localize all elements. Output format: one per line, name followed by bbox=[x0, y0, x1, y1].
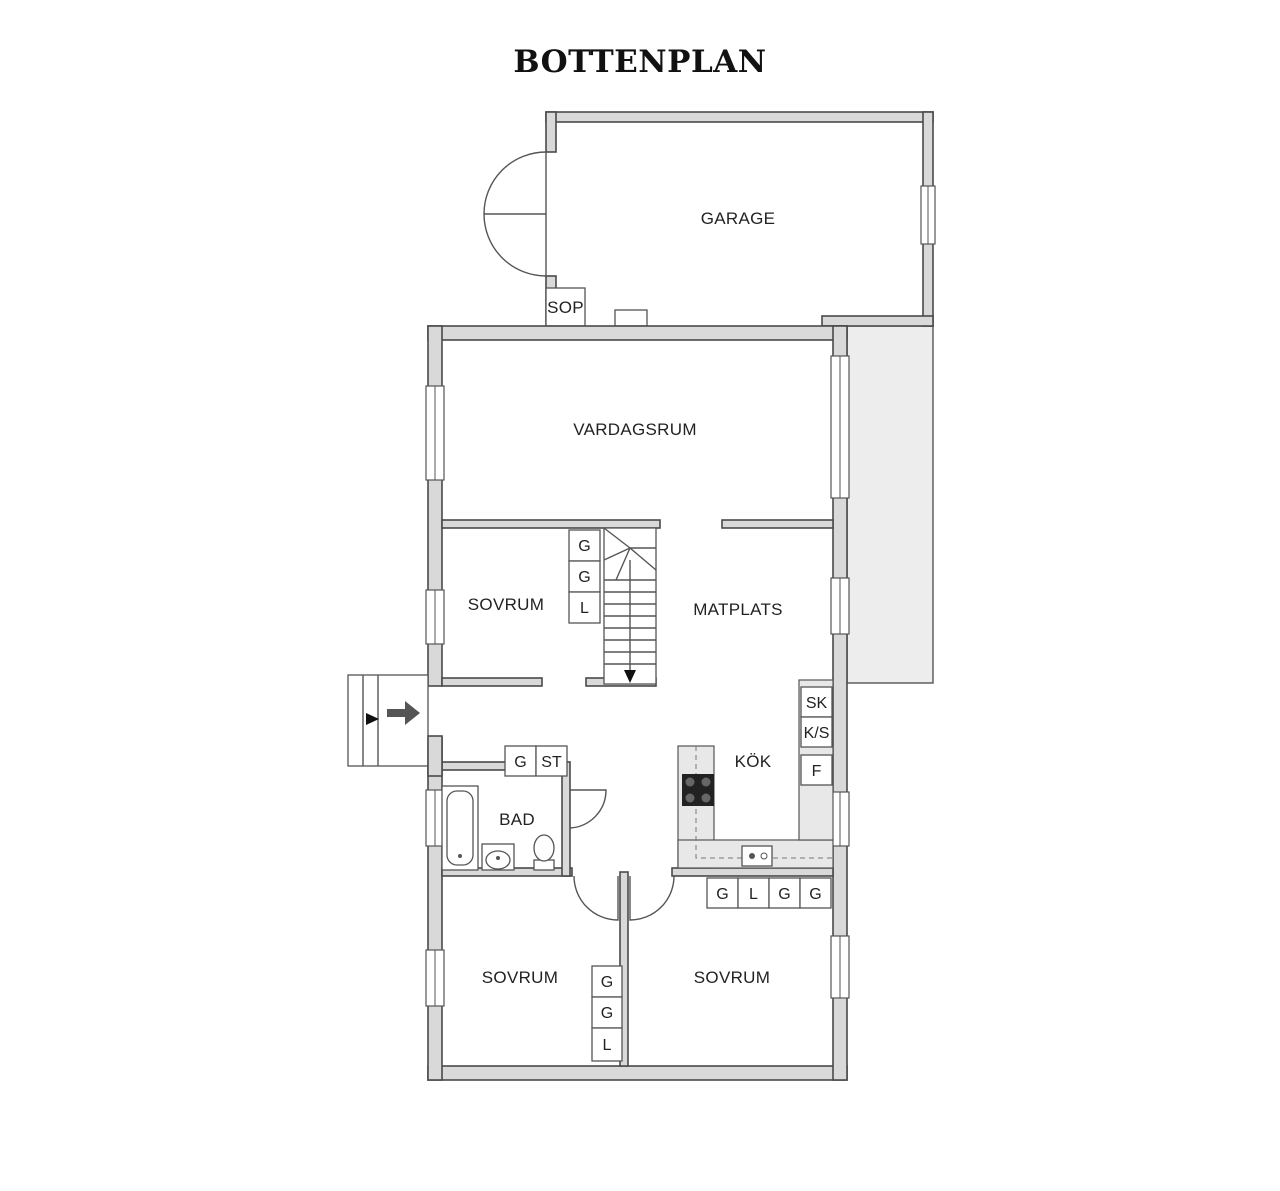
chimney bbox=[614, 309, 648, 327]
wardrobe-label: L bbox=[580, 600, 589, 617]
stove-icon bbox=[682, 774, 714, 806]
house-outer-walls bbox=[427, 325, 848, 1081]
wardrobe-right: G L G G bbox=[706, 877, 832, 909]
wardrobe-label: G bbox=[578, 538, 590, 555]
room-label-vardagsrum: VARDAGSRUM bbox=[573, 420, 697, 439]
wardrobe-lower: G G L bbox=[591, 965, 623, 1062]
sink-icon bbox=[481, 843, 515, 871]
bathtub-icon bbox=[441, 785, 479, 871]
entrance-steps bbox=[347, 674, 429, 767]
door-swing-icon bbox=[569, 789, 675, 921]
appliance-label: F bbox=[812, 763, 822, 780]
room-label-sop: SOP bbox=[547, 298, 584, 317]
terrace-area bbox=[846, 325, 934, 684]
garage-window-icon bbox=[920, 185, 936, 245]
room-label-sovrum-lower-right: SOVRUM bbox=[694, 968, 770, 987]
cabinet-label: ST bbox=[541, 754, 562, 771]
appliance-label: SK bbox=[806, 695, 828, 712]
toilet-icon bbox=[533, 834, 555, 871]
room-label-bad: BAD bbox=[499, 810, 535, 829]
wardrobe-label: G bbox=[601, 974, 613, 991]
wardrobe-upper: G G L bbox=[568, 529, 601, 624]
room-label-sovrum-lower-left: SOVRUM bbox=[482, 968, 558, 987]
garage-double-door-icon bbox=[483, 151, 547, 277]
wardrobe-label: G bbox=[601, 1005, 613, 1022]
stair-direction-arrow-icon bbox=[624, 670, 636, 683]
entrance-arrow-icon bbox=[387, 701, 420, 725]
room-label-kok: KÖK bbox=[735, 752, 772, 771]
room-label-sovrum-upper: SOVRUM bbox=[468, 595, 544, 614]
hall-cabinets: G ST bbox=[504, 745, 568, 777]
kitchen-appliances: SK K/S F bbox=[800, 686, 833, 786]
kitchen-sink-icon bbox=[741, 845, 773, 867]
wardrobe-label: G bbox=[716, 886, 728, 903]
wardrobe-label: L bbox=[603, 1037, 612, 1054]
cabinet-label: G bbox=[514, 754, 526, 771]
wardrobe-label: G bbox=[778, 886, 790, 903]
wardrobe-label: G bbox=[809, 886, 821, 903]
wardrobe-label: G bbox=[578, 569, 590, 586]
room-label-matplats: MATPLATS bbox=[693, 600, 783, 619]
plan-title: BOTTENPLAN bbox=[513, 44, 767, 80]
wardrobe-label: L bbox=[749, 886, 758, 903]
appliance-label: K/S bbox=[804, 725, 830, 742]
room-label-garage: GARAGE bbox=[701, 209, 776, 228]
window-icon bbox=[425, 355, 850, 1007]
staircase bbox=[603, 527, 657, 685]
